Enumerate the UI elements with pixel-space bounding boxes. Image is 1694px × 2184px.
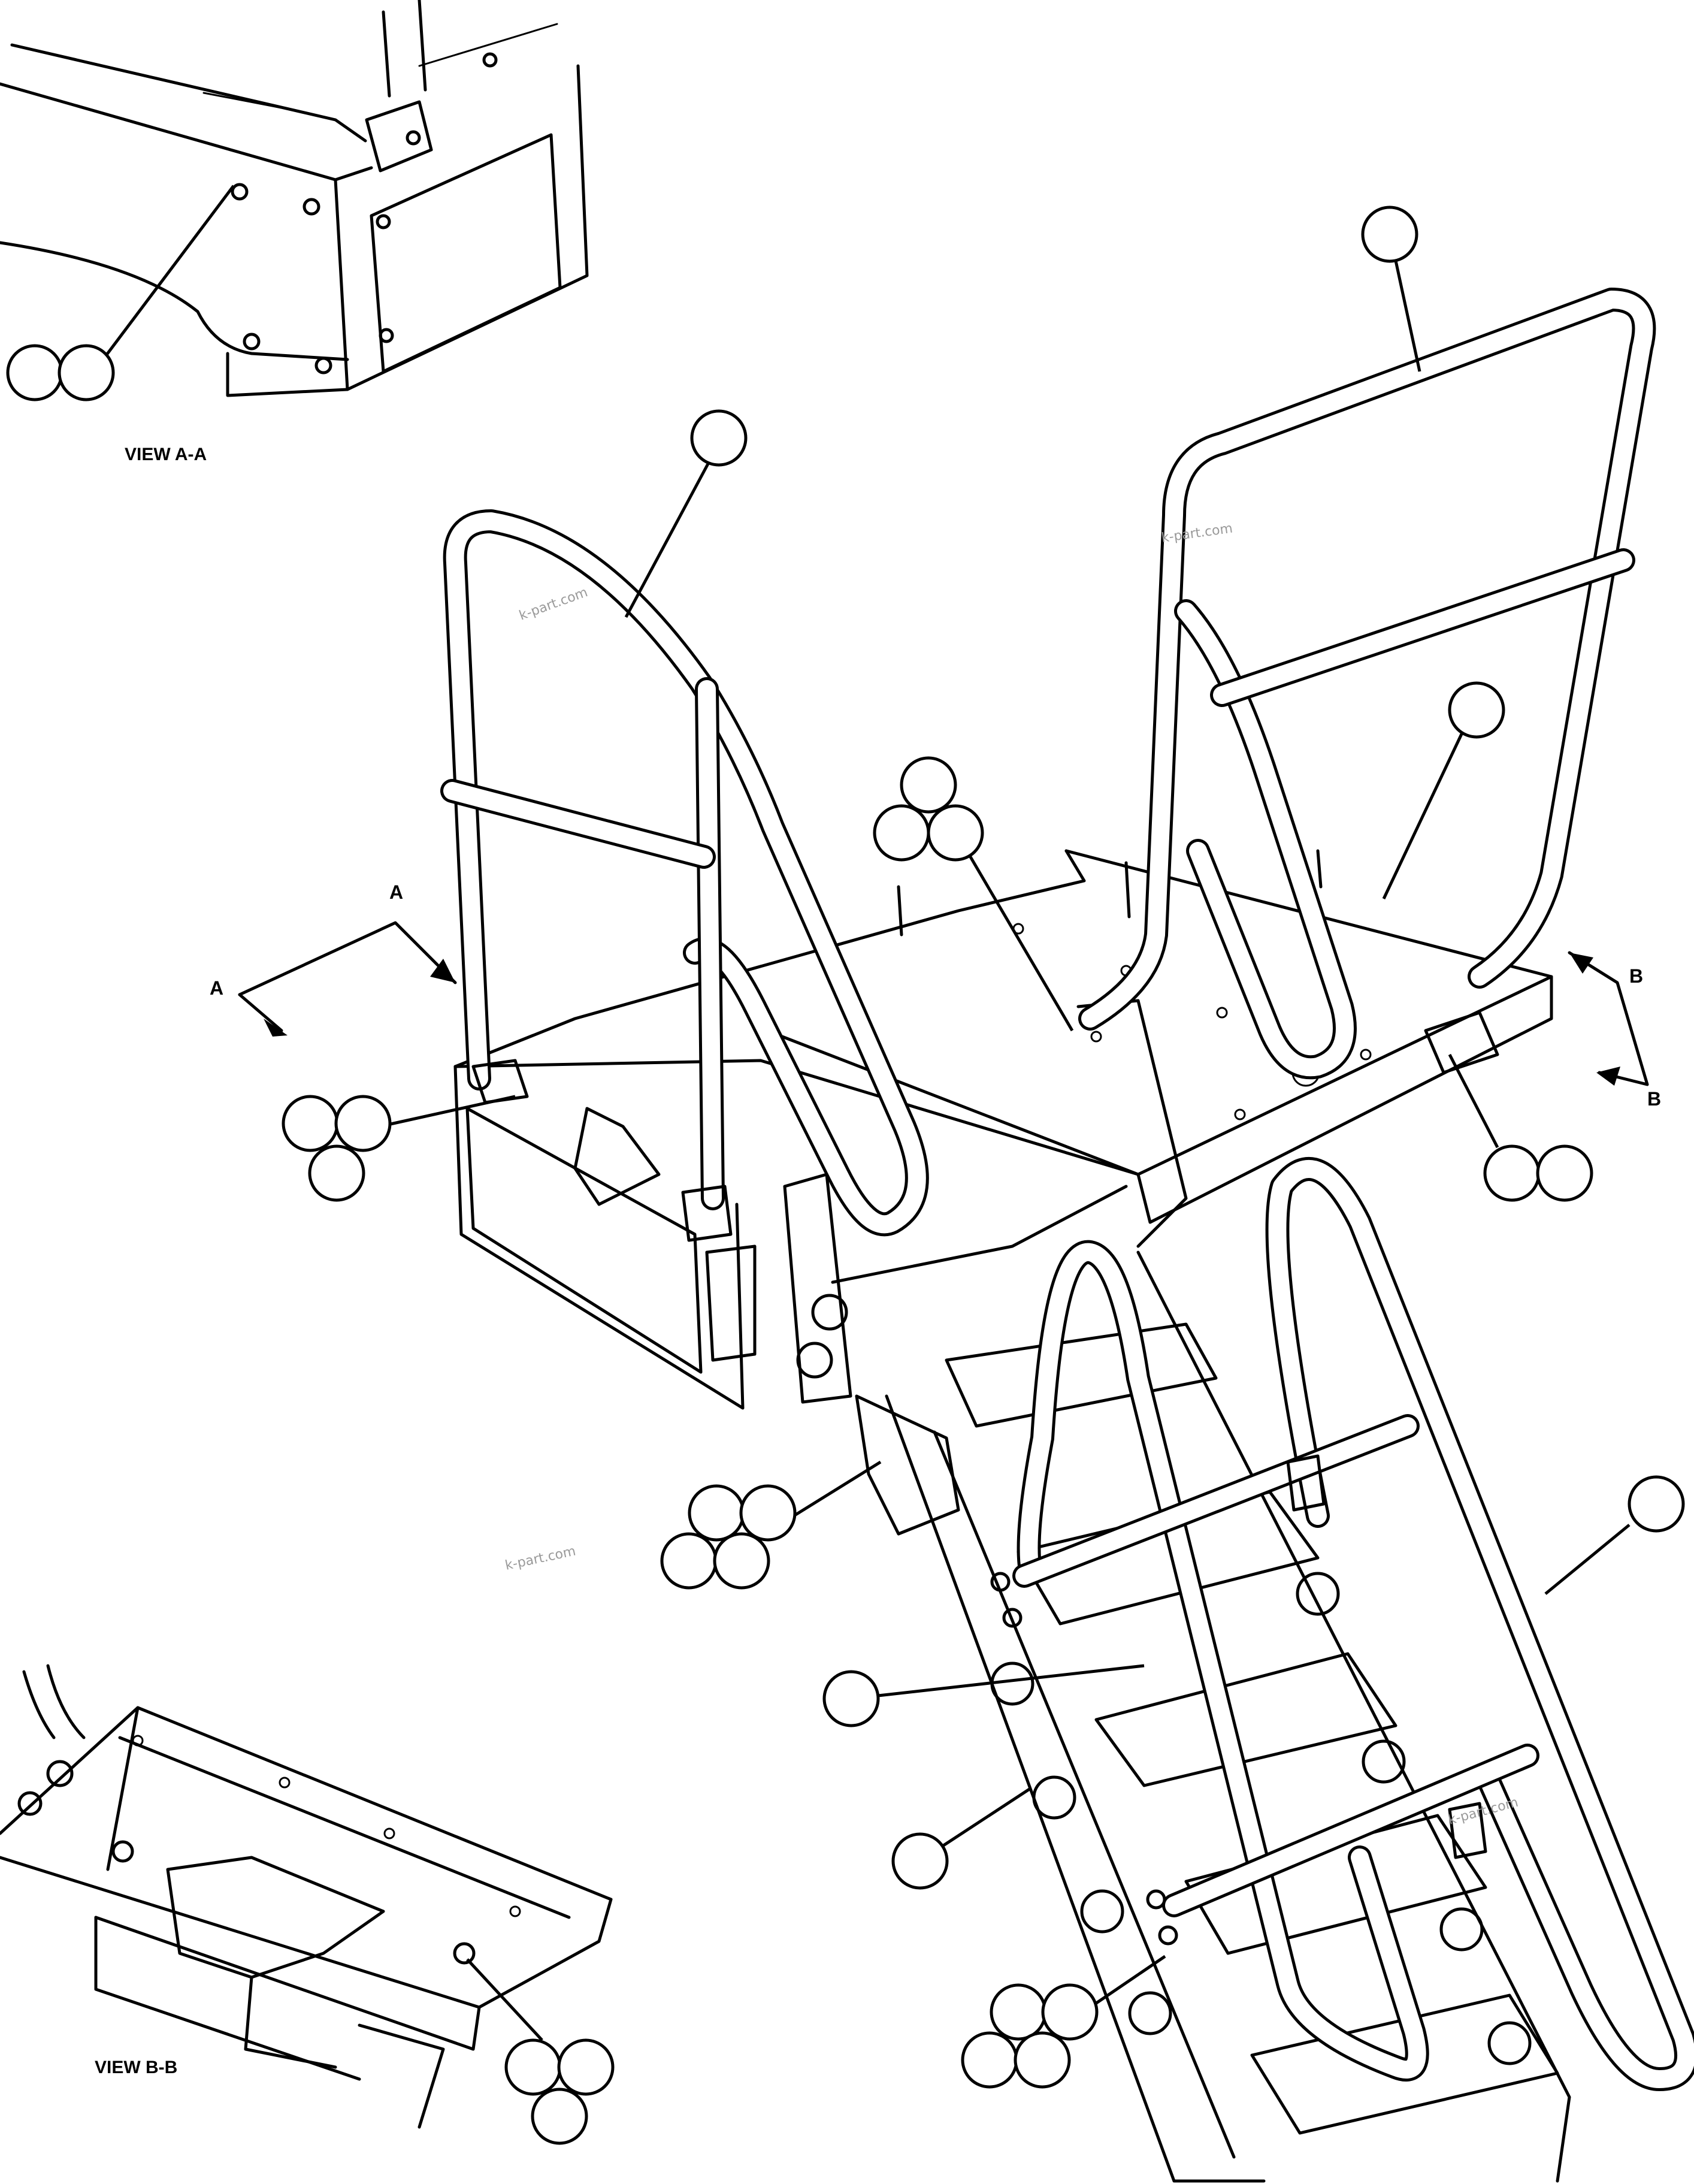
callout-balloon [822,1670,880,1727]
watermark: k-part.com [504,1544,577,1573]
section-b-bottom-letter: B [1647,1088,1661,1110]
view-b-label: VIEW B-B [95,2058,177,2077]
ladder [885,1157,1694,2183]
callout-hinge-plate-hardware [660,1460,882,1590]
callout-balloon [873,804,930,862]
callout-balloon [557,2038,615,2096]
callout-left-handrail [624,409,748,618]
view-a-detail [0,0,589,397]
view-a-label: VIEW A-A [125,445,207,464]
callout-view-b-hardware [466,1958,615,2145]
callout-balloon [308,1144,365,1202]
callout-ladder-bottom-hardware [961,1955,1166,2089]
callout-balloon [1041,1983,1099,2041]
callout-ladder-handrail [1544,1475,1685,1595]
callout-balloon [1014,2031,1071,2089]
section-b-markers [1568,951,1649,1086]
callout-balloon [927,804,984,862]
callout-left-rail-mount-hardware [282,1095,516,1202]
callout-balloon [1483,1144,1541,1202]
callout-balloon [58,344,115,401]
callout-balloon [531,2088,588,2145]
view-b-detail [0,1664,613,2129]
callout-balloon [1628,1475,1685,1533]
section-b-top-letter: B [1629,965,1643,987]
callout-balloon [1536,1144,1593,1202]
callout-balloon [990,1983,1047,2041]
watermark: k-part.com [518,585,590,623]
callout-balloon [690,409,748,467]
callout-balloon [900,756,957,814]
callout-balloon [739,1484,797,1542]
section-a-left-letter: A [210,977,223,999]
callout-balloon [282,1095,339,1152]
section-a-top-letter: A [389,881,403,903]
callout-ladder-steps [822,1664,1145,1727]
callout-balloon [688,1484,745,1542]
callout-platform [1382,681,1505,900]
callout-center-bracket-hardware [873,756,1074,1032]
callout-balloon [713,1532,770,1590]
callout-balloon [891,1832,949,1890]
callout-balloon [504,2038,562,2096]
callout-balloon [6,344,63,401]
callout-view-a-fasteners [6,185,235,401]
platform [453,849,1553,1410]
section-a-markers [238,921,457,1037]
callout-ladder-stringer [891,1787,1031,1890]
right-handrail [1078,288,1656,1080]
callout-balloon [1448,681,1505,739]
callout-right-handrail [1361,206,1421,372]
callout-right-rail-mount-hardware [1448,1053,1593,1202]
callout-balloon [1361,206,1418,263]
callout-balloon [334,1095,392,1152]
callout-balloon [961,2031,1018,2089]
left-handrail [440,509,929,1242]
callout-balloon [660,1532,718,1590]
